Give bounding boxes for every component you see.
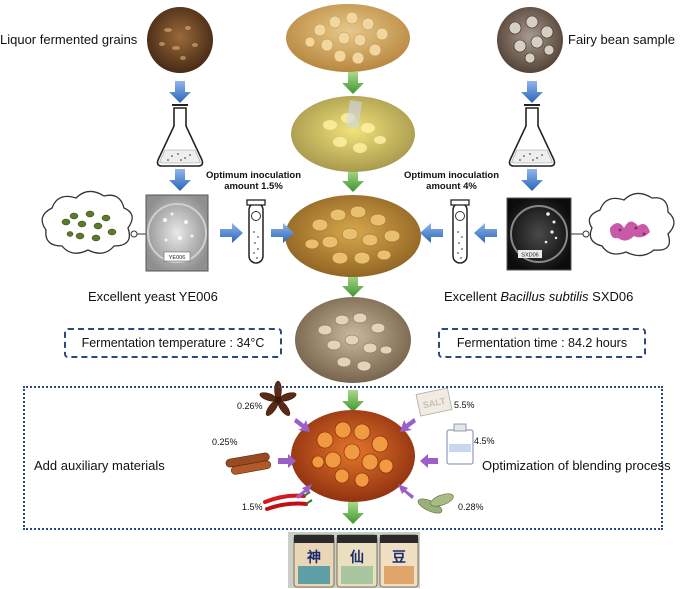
liquor-grains-label: Liquor fermented grains xyxy=(0,32,138,47)
test-tube-icon xyxy=(450,199,470,264)
fairy-bean-photo xyxy=(497,7,563,73)
blending-optimization-label: Optimization of blending process xyxy=(482,458,671,473)
dish-label-left: YE006 xyxy=(169,255,186,261)
inoculation-left-label: Optimum inoculation amount 1.5% xyxy=(206,170,301,192)
cooked-soybean-photo xyxy=(285,195,421,277)
salt-icon: SALT xyxy=(415,387,453,417)
test-tube-icon xyxy=(246,199,266,264)
purple-arrow-icon xyxy=(278,418,438,499)
bay-leaf-percent: 0.28% xyxy=(458,502,484,512)
fermentation-time-box: Fermentation time : 84.2 hours xyxy=(438,328,646,358)
fermentation-temperature-box: Fermentation temperature : 34°C xyxy=(64,328,282,358)
fairy-bean-label: Fairy bean sample xyxy=(568,32,675,47)
auxiliary-section-border xyxy=(23,386,663,530)
inoculation-right-label: Optimum inoculation amount 4% xyxy=(404,170,499,192)
star-anise-icon xyxy=(259,380,297,416)
auxiliary-materials-label: Add auxiliary materials xyxy=(34,458,165,473)
soaked-soybean-photo xyxy=(291,96,415,172)
jar-glyph: 仙 xyxy=(350,549,364,566)
bay-leaf-icon xyxy=(417,493,454,514)
liquid-bottle-icon xyxy=(446,423,474,465)
cinnamon-percent: 0.25% xyxy=(212,437,238,447)
spicy-bean-product-photo xyxy=(291,410,415,502)
microbe-cloud-icon xyxy=(41,190,138,254)
jar-glyph: 神 xyxy=(307,549,321,566)
liquor-grains-photo xyxy=(147,7,213,73)
dish-label-right: SXD06 xyxy=(521,253,538,259)
jar-glyph: 豆 xyxy=(392,550,406,566)
cinnamon-icon xyxy=(225,452,272,475)
liquid-percent: 4.5% xyxy=(474,436,495,446)
product-jars-photo: 神 仙 豆 xyxy=(288,532,420,588)
petri-dish-icon: SXD06 xyxy=(506,197,572,271)
star-anise-percent: 0.26% xyxy=(237,401,263,411)
salt-text: SALT xyxy=(422,396,447,411)
soybean-plate-photo xyxy=(286,4,410,72)
right-arrow-icon xyxy=(220,223,294,243)
salt-percent: 5.5% xyxy=(454,400,475,410)
fermented-bean-photo xyxy=(295,297,411,383)
yeast-label: Excellent yeast YE006 xyxy=(88,289,218,304)
microbe-cloud-icon xyxy=(582,192,675,257)
chili-percent: 1.5% xyxy=(242,502,263,512)
bacillus-label: Excellent Bacillus subtilis SXD06 xyxy=(444,289,634,304)
left-arrow-icon xyxy=(420,223,497,243)
petri-dish-icon: YE006 xyxy=(145,194,209,272)
